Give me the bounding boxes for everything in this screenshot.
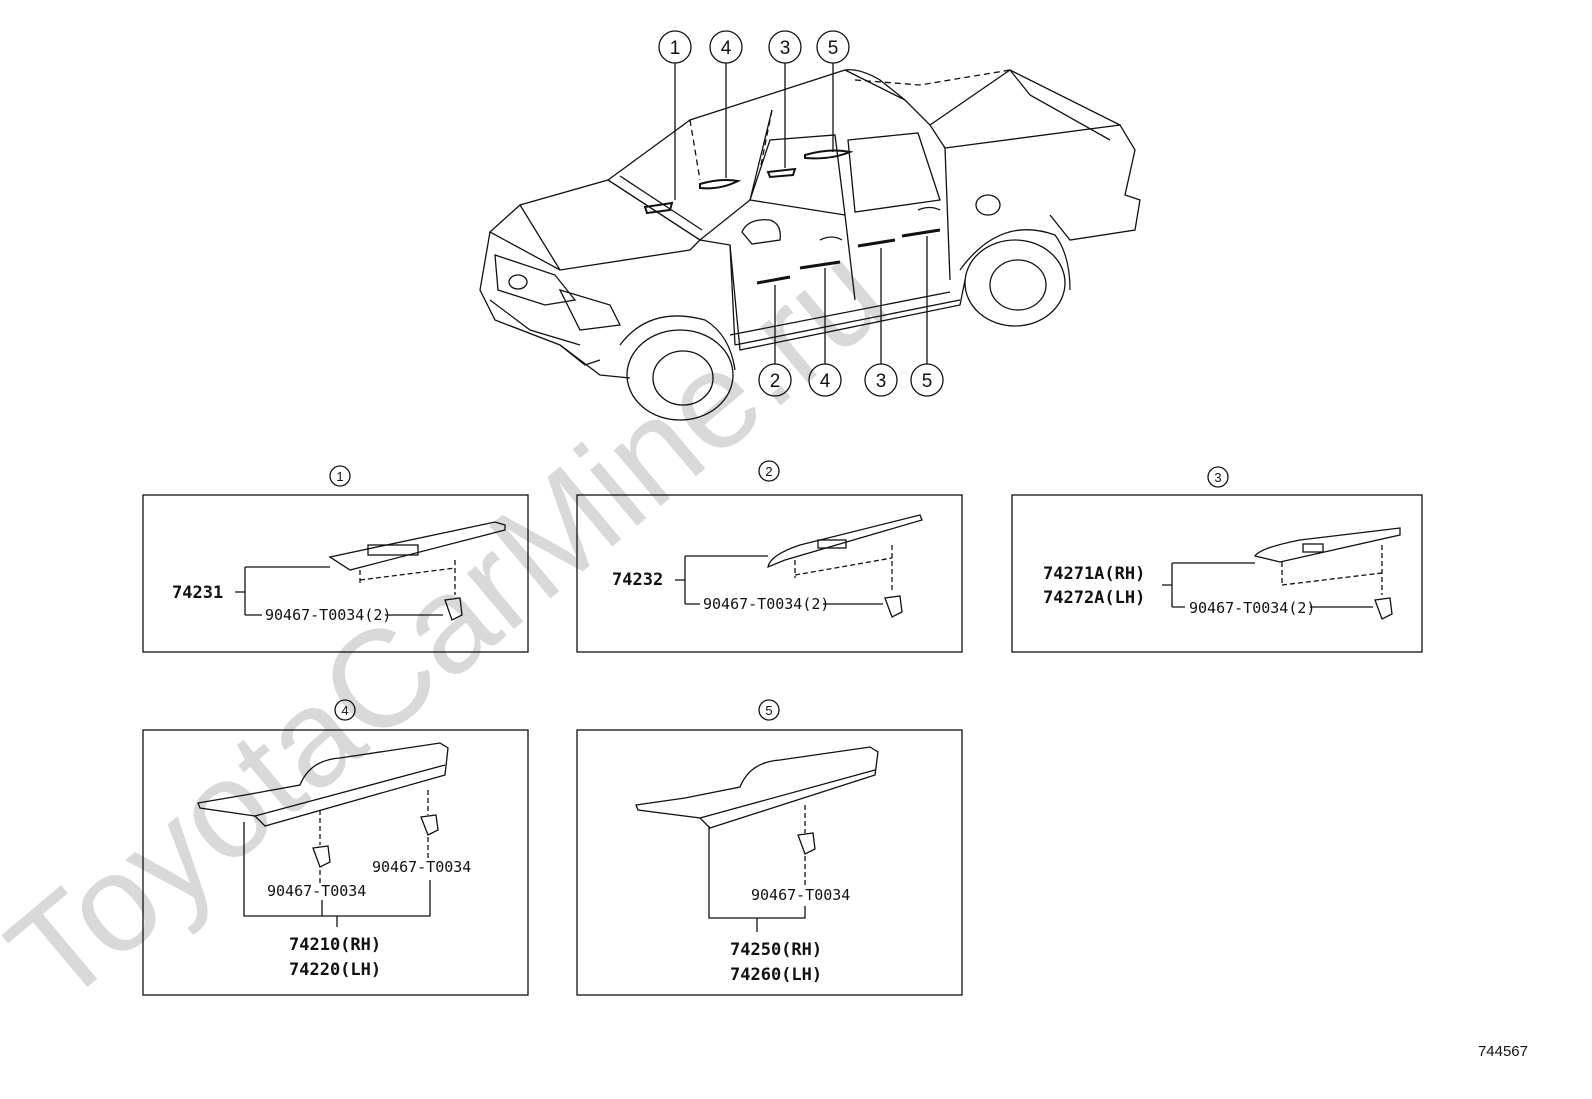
callout-label: 2	[770, 371, 781, 392]
clip-icon	[1374, 597, 1393, 620]
clip-icon	[884, 595, 903, 618]
vehicle-callouts-bottom: 2 4 3 5	[758, 236, 944, 397]
garnish-part	[197, 742, 449, 827]
detail-panel-1: 1 74231 90467-T0034(2)	[142, 465, 529, 653]
part-number: 74232	[612, 570, 663, 590]
part-number-lh: 74220(LH)	[289, 960, 381, 980]
detail-panel-5: 5 90467-T0034 74250(RH) 74260(LH)	[576, 699, 963, 996]
clip-part-number: 90467-T0034(2)	[265, 606, 391, 624]
panel-index: 1	[336, 469, 343, 484]
garnish-part	[635, 746, 879, 829]
part-number-rh: 74271A(RH)	[1043, 564, 1145, 584]
callout-label: 5	[828, 38, 839, 59]
clip-part-number: 90467-T0034	[751, 886, 850, 904]
part-number-rh: 74250(RH)	[730, 940, 822, 960]
part-number: 74231	[172, 583, 223, 603]
callout-label: 3	[780, 38, 791, 59]
panel-index: 3	[1214, 470, 1221, 485]
clip-part-number: 90467-T0034	[267, 882, 366, 900]
clip-icon	[444, 597, 463, 621]
clip-icon	[312, 845, 331, 868]
callout-label: 4	[820, 371, 831, 392]
part-number-lh: 74260(LH)	[730, 965, 822, 985]
detail-panel-3: 3 74271A(RH) 74272A(LH) 90467-T0034(2)	[1011, 466, 1423, 653]
pickup-truck-illustration	[479, 69, 1141, 421]
callout-label: 1	[670, 38, 681, 59]
switch-base-part	[328, 521, 506, 571]
watermark: ToyotaCarMine.ru	[0, 215, 914, 1033]
clip-part-number: 90467-T0034(2)	[1189, 599, 1315, 617]
part-number-lh: 74272A(LH)	[1043, 588, 1145, 608]
detail-panel-4: 4 90467-T0034 90467-T0034 74210(RH) 7422…	[142, 699, 529, 996]
diagram-reference-number: 744567	[1478, 1043, 1528, 1060]
vehicle-callouts-top: 1 4 3 5	[658, 30, 850, 200]
switch-base-part	[1253, 527, 1401, 563]
clip-part-number: 90467-T0034	[372, 858, 471, 876]
switch-cutout	[367, 544, 419, 556]
callout-label: 3	[876, 371, 887, 392]
clip-part-number: 90467-T0034(2)	[703, 595, 829, 613]
switch-base-part	[767, 514, 923, 569]
panel-index: 5	[765, 703, 772, 718]
callout-label: 4	[721, 38, 732, 59]
panel-index: 2	[765, 464, 772, 479]
detail-panel-2: 2 74232 90467-T0034(2)	[576, 460, 963, 653]
clip-icon	[797, 832, 816, 855]
panel-index: 4	[341, 703, 348, 718]
clip-icon	[420, 814, 439, 836]
part-number-rh: 74210(RH)	[289, 935, 381, 955]
callout-label: 5	[922, 371, 933, 392]
